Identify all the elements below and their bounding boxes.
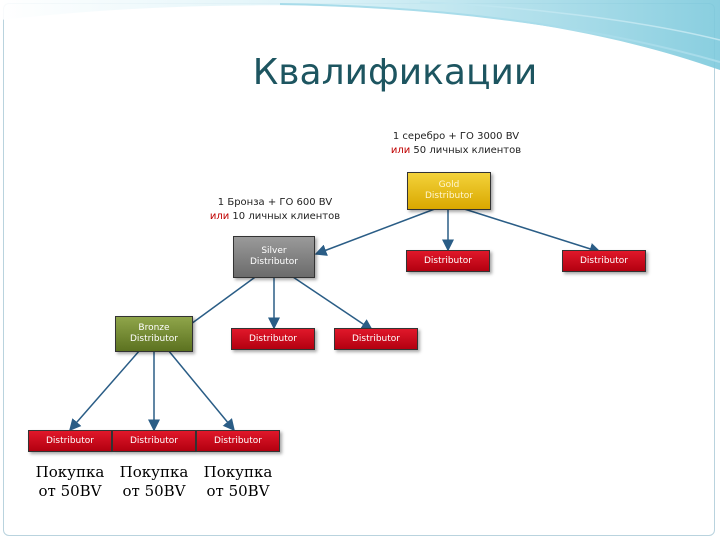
distributor-node-bronze-2: Distributor (112, 430, 196, 452)
gold-requirement-line1: 1 серебро + ГО 3000 BV (392, 131, 520, 142)
distributor-node-silver-1: Distributor (231, 328, 315, 350)
distributor-node-gold-2: Distributor (562, 250, 646, 272)
distributor-label: Distributor (248, 333, 297, 344)
silver-requirement-rest: 10 личных клиентов (229, 211, 341, 222)
distributor-label: Distributor (213, 435, 262, 446)
purchase-note-1: Покупка от 50BV (35, 463, 105, 500)
arrow-gold-to-silver (314, 206, 441, 256)
distributor-node-gold-1: Distributor (406, 250, 490, 272)
silver-distributor-node: Silver Distributor (233, 236, 315, 278)
bronze-distributor-node: Bronze Distributor (115, 316, 193, 352)
gold-distributor-node: Gold Distributor (407, 172, 491, 210)
silver-requirement-line2: или 10 личных клиентов (205, 210, 345, 224)
page-title: Квалификации (252, 52, 538, 93)
gold-requirement-line2: или 50 личных клиентов (386, 144, 526, 158)
arrow-bronze-to-distributor-3 (167, 349, 235, 432)
silver-requirement-line1: 1 Бронза + ГО 600 BV (217, 197, 333, 208)
arrow-bronze-to-distributor-1 (69, 349, 141, 432)
gold-distributor-label: Gold Distributor (424, 180, 473, 201)
gold-requirement-rest: 50 личных клиентов (410, 145, 522, 156)
gold-requirement-note: 1 серебро + ГО 3000 BV или 50 личных кли… (386, 130, 526, 158)
distributor-node-bronze-3: Distributor (196, 430, 280, 452)
distributor-label: Distributor (579, 255, 628, 266)
distributor-label: Distributor (423, 255, 472, 266)
distributor-node-bronze-1: Distributor (28, 430, 112, 452)
silver-requirement-alt: или (209, 211, 230, 222)
arrow-gold-to-distributor-2 (457, 206, 602, 255)
distributor-node-silver-2: Distributor (334, 328, 418, 350)
purchase-note-2: Покупка от 50BV (119, 463, 189, 500)
arrow-silver-to-bronze (178, 274, 259, 333)
distributor-label: Distributor (351, 333, 400, 344)
purchase-note-3: Покупка от 50BV (203, 463, 273, 500)
gold-requirement-alt: или (390, 145, 411, 156)
distributor-label: Distributor (45, 435, 94, 446)
silver-requirement-note: 1 Бронза + ГО 600 BV или 10 личных клиен… (205, 196, 345, 224)
header-wave-decoration (0, 0, 720, 70)
bronze-distributor-label: Bronze Distributor (129, 323, 178, 344)
distributor-label: Distributor (129, 435, 178, 446)
silver-distributor-label: Silver Distributor (249, 246, 298, 267)
arrow-silver-to-distributor-2 (289, 274, 374, 331)
